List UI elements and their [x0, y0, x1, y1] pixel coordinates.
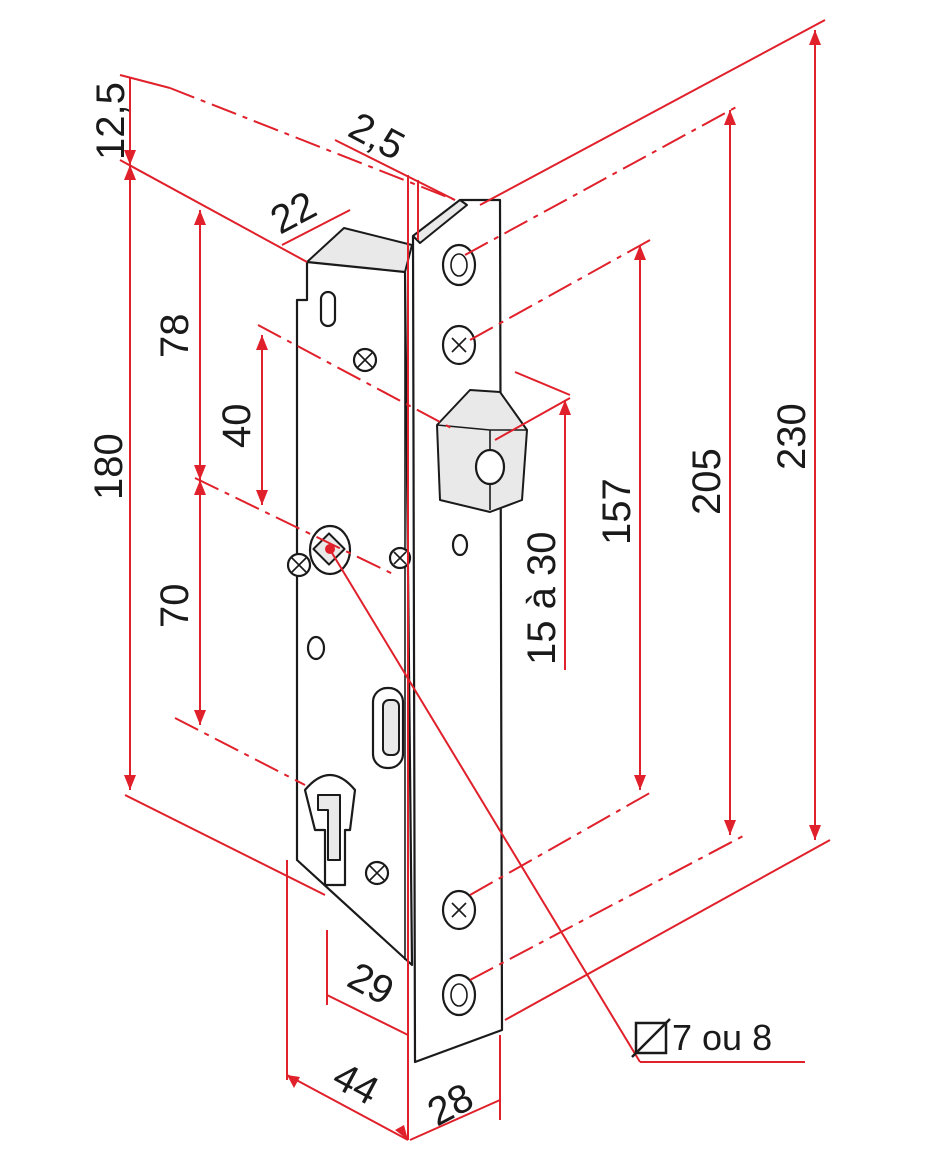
label-180: 180: [87, 433, 131, 500]
faceplate-hole-bottom: [441, 973, 477, 1017]
faceplate-hole-top: [441, 243, 477, 287]
label-44: 44: [326, 1054, 386, 1114]
faceplate-edge: [412, 199, 468, 244]
label-205: 205: [685, 448, 729, 515]
label-157: 157: [595, 478, 639, 545]
latch-bolt: [436, 389, 528, 513]
case-screw-4: [364, 860, 390, 886]
label-70: 70: [153, 584, 197, 629]
faceplate-small-hole: [451, 533, 469, 557]
label-40: 40: [215, 404, 259, 449]
case-notch: [297, 262, 308, 301]
case-screw-3: [388, 546, 412, 570]
faceplate-screw-1: [441, 324, 477, 366]
label-diameter: 7 ou 8: [672, 1017, 772, 1058]
label-22: 22: [264, 183, 324, 243]
lock-case: [286, 227, 414, 967]
cylinder-cutout: [303, 774, 357, 887]
follower-hub: [308, 524, 352, 576]
case-screw-1: [352, 347, 378, 373]
label-29: 29: [341, 954, 401, 1014]
dimension-lines: [119, 19, 831, 1141]
label-28: 28: [421, 1075, 481, 1135]
arrowheads: [124, 30, 821, 1140]
label-230: 230: [770, 403, 814, 470]
case-screw-2: [286, 552, 312, 578]
label-12-5: 12,5: [89, 82, 133, 160]
case-side: [295, 260, 414, 967]
latch-slot: [371, 686, 405, 770]
faceplate: [411, 198, 528, 1064]
top-slot: [319, 290, 337, 328]
label-15-a-30: 15 à 30: [520, 532, 564, 665]
small-hole: [306, 635, 326, 661]
label-78: 78: [153, 314, 197, 359]
faceplate-screw-2: [441, 889, 477, 931]
diameter-icon: [631, 1018, 671, 1058]
